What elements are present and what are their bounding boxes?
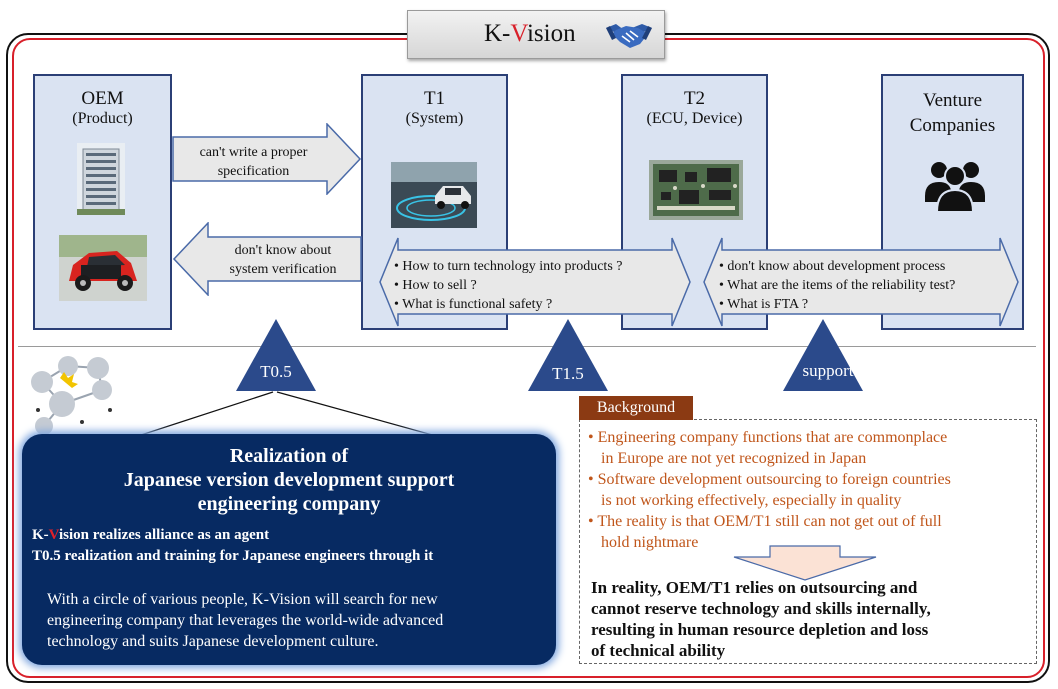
list-item: • Software development outsourcing to fo… — [588, 471, 951, 509]
realization-box — [22, 434, 556, 665]
circuit-board-image — [649, 160, 743, 220]
list-item: • don't know about development process — [719, 259, 946, 274]
list-item: • The reality is that OEM/T1 still can n… — [588, 513, 942, 551]
t2-title: T2 — [683, 88, 706, 109]
list-item: • How to sell ? — [394, 278, 477, 293]
t1-to-oem-arrow — [172, 222, 362, 296]
support-label: support — [802, 361, 854, 380]
t2-subtitle: (ECU, Device) — [646, 110, 743, 127]
background-box — [579, 419, 1037, 664]
list-item: • Engineering company functions that are… — [588, 429, 948, 467]
down-arrow — [733, 545, 877, 581]
realization-body: With a circle of various people, K-Visio… — [47, 591, 444, 650]
people-network-icon — [31, 356, 112, 435]
small-car-image — [59, 235, 147, 301]
oem-to-t1-arrow — [172, 123, 362, 195]
t2-issues-list: • don't know about development process •… — [719, 257, 955, 314]
handshake-icon — [606, 24, 652, 48]
t05-triangle — [236, 319, 316, 391]
training-line: T0.5 realization and training for Japane… — [32, 548, 434, 564]
realization-title: Realization of Japanese version developm… — [123, 445, 455, 515]
funnel-lines — [137, 391, 437, 437]
support-triangle — [783, 319, 863, 391]
t1-subtitle: (System) — [405, 110, 464, 127]
t1-issues-list: • How to turn technology into products ?… — [394, 257, 622, 314]
page-title: K-Vision — [484, 20, 576, 47]
oem-to-t1-label: can't write a proper specification — [199, 145, 308, 179]
venture-title: Venture — [922, 90, 983, 111]
t1-issues-arrow — [379, 237, 691, 327]
list-item: • What is FTA ? — [719, 297, 809, 312]
section-divider — [18, 346, 1036, 347]
venture-subtitle: Companies — [909, 115, 996, 136]
t15-label: T1.5 — [552, 364, 584, 383]
alliance-line: K-Vision realizes alliance as an agent — [32, 527, 270, 543]
t1-title: T1 — [423, 88, 446, 109]
t1-to-oem-label: don't know about system verification — [229, 243, 337, 277]
result-statement: In reality, OEM/T1 relies on outsourcing… — [591, 578, 931, 660]
office-building-image — [77, 143, 125, 215]
realization-summary: K-Vision realizes alliance as an agent T… — [32, 525, 552, 567]
t15-triangle — [528, 319, 608, 391]
t2-issues-arrow — [703, 237, 1019, 327]
list-item: • What is functional safety ? — [394, 297, 553, 312]
background-tag: Background — [579, 396, 693, 420]
list-item: • How to turn technology into products ? — [394, 259, 623, 274]
list-item: • What are the items of the reliability … — [719, 278, 956, 293]
autonomous-car-image — [391, 162, 477, 228]
people-group-icon — [925, 162, 985, 212]
oem-title: OEM — [81, 88, 124, 109]
oem-subtitle: (Product) — [72, 110, 133, 127]
background-list: • Engineering company functions that are… — [588, 427, 1036, 553]
t05-label: T0.5 — [260, 362, 292, 381]
